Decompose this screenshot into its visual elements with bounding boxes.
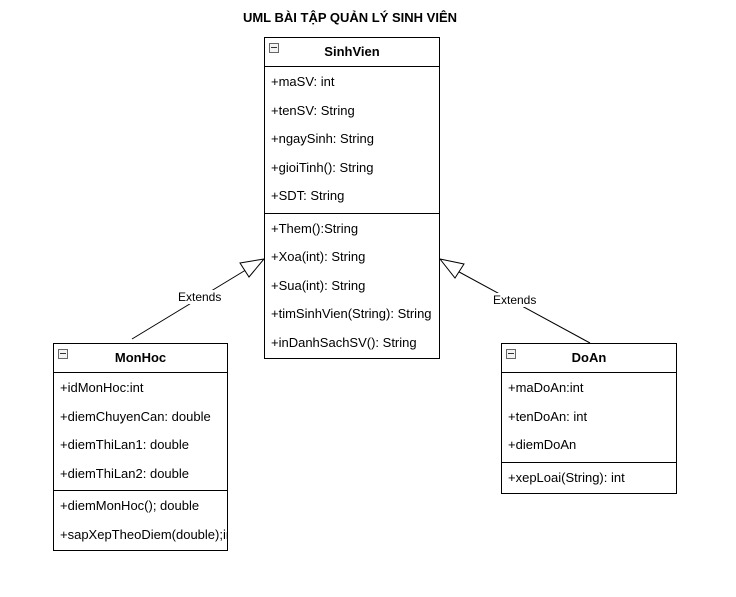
attribute: +idMonHoc:int [60,380,144,395]
class-name: MonHoc [114,350,167,365]
method: +sapXepTheoDiem(double);int [60,526,227,542]
class-monhoc[interactable]: MonHoc +idMonHoc:int +diemChuyenCan: dou… [53,343,228,551]
attributes-section: +idMonHoc:int +diemChuyenCan: double +di… [54,373,227,490]
class-doan[interactable]: DoAn +maDoAn:int +tenDoAn: int +diemDoAn… [501,343,677,494]
attributes-section: +maDoAn:int +tenDoAn: int +diemDoAn [502,373,676,462]
method: +Them():String [271,220,359,236]
attributes-section: +maSV: int +tenSV: String +ngaySinh: Str… [265,67,439,213]
collapse-icon[interactable] [269,43,279,53]
method: +diemMonHoc(); double [60,498,200,513]
class-name: DoAn [571,350,607,365]
method: +Xoa(int): String [271,249,366,264]
attribute: +gioiTinh(): String [271,159,374,175]
attribute: +tenDoAn: int [508,408,588,424]
class-sinhvien[interactable]: SinhVien +maSV: int +tenSV: String +ngay… [264,37,440,359]
attribute: +maDoAn:int [508,380,584,395]
method: +inDanhSachSV(): String [271,334,417,350]
attribute: +SDT: String [271,188,345,203]
collapse-icon[interactable] [58,349,68,359]
doan-extends-label: Extends [492,293,538,307]
method: +Sua(int): String [271,277,366,293]
methods-section: +xepLoai(String): int [502,461,676,495]
class-monhoc-header: MonHoc [54,344,227,373]
class-doan-header: DoAn [502,344,676,373]
monhoc-extends-label: Extends [177,290,223,304]
diagram-title: UML BÀI TẬP QUẢN LÝ SINH VIÊN [242,10,458,25]
attribute: +maSV: int [271,74,335,89]
method: +timSinhVien(String): String [271,306,432,321]
methods-section: +Them():String +Xoa(int): String +Sua(in… [265,212,439,360]
collapse-icon[interactable] [506,349,516,359]
attribute: +ngaySinh: String [271,131,374,146]
methods-section: +diemMonHoc(); double +sapXepTheoDiem(do… [54,490,227,551]
attribute: +diemThiLan2: double [60,465,190,481]
attribute: +diemDoAn [508,437,577,452]
method: +xepLoai(String): int [508,469,625,485]
attribute: +diemChuyenCan: double [60,408,211,424]
doan-extends-arrowhead [438,258,465,279]
attribute: +diemThiLan1: double [60,437,190,452]
monhoc-extends-arrowhead [239,258,266,278]
class-name: SinhVien [324,44,380,59]
class-sinhvien-header: SinhVien [265,38,439,67]
attribute: +tenSV: String [271,102,355,118]
